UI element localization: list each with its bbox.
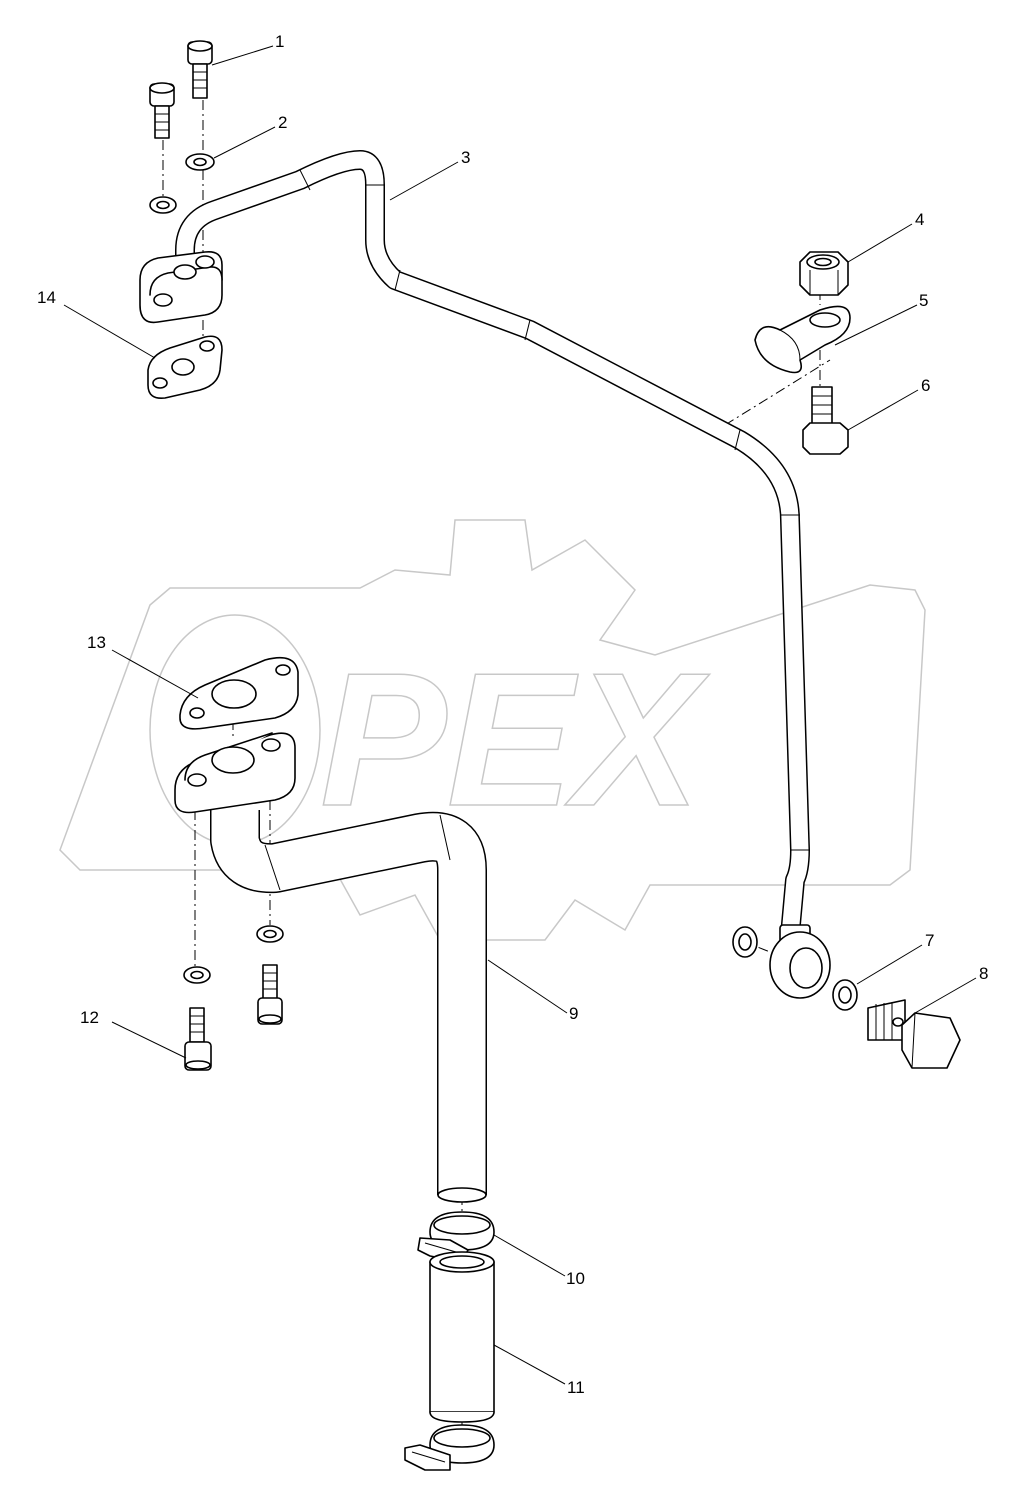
callout-9: 9 [487, 959, 578, 1023]
watermark-gear-outline [59, 519, 926, 941]
callout-3: 3 [389, 148, 470, 201]
washer-2-lower [149, 196, 177, 214]
bolt-1-upper [187, 40, 213, 99]
svg-text:6: 6 [921, 376, 930, 395]
svg-text:9: 9 [569, 1004, 578, 1023]
washer-lower-left [183, 966, 211, 984]
svg-text:5: 5 [919, 291, 928, 310]
callout-13: 13 [87, 633, 199, 699]
bolt-12-left [184, 1007, 212, 1071]
svg-text:10: 10 [566, 1269, 585, 1288]
bolt-1-lower [149, 82, 175, 139]
clip-5 [754, 305, 851, 374]
watermark-text: PEX [320, 634, 710, 846]
hose-clamp-10-lower [404, 1424, 495, 1471]
svg-text:3: 3 [461, 148, 470, 167]
callouts: 1 2 3 4 5 6 7 8 [37, 32, 988, 1397]
callout-10: 10 [493, 1234, 585, 1288]
callout-7: 7 [856, 931, 934, 985]
callout-6: 6 [847, 376, 930, 431]
svg-text:13: 13 [87, 633, 106, 652]
callout-12: 12 [80, 1008, 187, 1059]
svg-text:12: 12 [80, 1008, 99, 1027]
oil-return-pipe [210, 810, 487, 1203]
callout-11: 11 [493, 1344, 585, 1397]
callout-8: 8 [914, 964, 988, 1014]
washer-lower-right [256, 925, 284, 943]
svg-text:14: 14 [37, 288, 56, 307]
callout-14: 14 [37, 288, 156, 359]
oil-feed-pipe [175, 150, 810, 936]
svg-text:7: 7 [925, 931, 934, 950]
banjo-eye-fitting [769, 924, 831, 999]
callout-5: 5 [834, 291, 928, 346]
svg-text:2: 2 [278, 113, 287, 132]
banjo-bolt-8 [867, 999, 961, 1069]
lower-pipe-flange [174, 732, 296, 814]
bolt-6 [802, 386, 849, 455]
bolt-12-right [257, 964, 283, 1025]
gasket-13 [179, 656, 299, 730]
gasket-14 [147, 335, 223, 400]
callout-1: 1 [211, 32, 284, 66]
callout-4: 4 [847, 210, 924, 263]
svg-text:1: 1 [275, 32, 284, 51]
rubber-hose-11 [429, 1251, 495, 1423]
callout-2: 2 [213, 113, 287, 159]
washer-7-left [732, 926, 758, 958]
svg-text:8: 8 [979, 964, 988, 983]
svg-text:11: 11 [567, 1378, 585, 1397]
washer-2-upper [185, 153, 215, 171]
upper-pipe-flange [139, 250, 223, 324]
washer-7-right [832, 979, 858, 1011]
watermark: PEX [59, 519, 926, 941]
nut-4 [799, 251, 849, 296]
svg-text:4: 4 [915, 210, 924, 229]
